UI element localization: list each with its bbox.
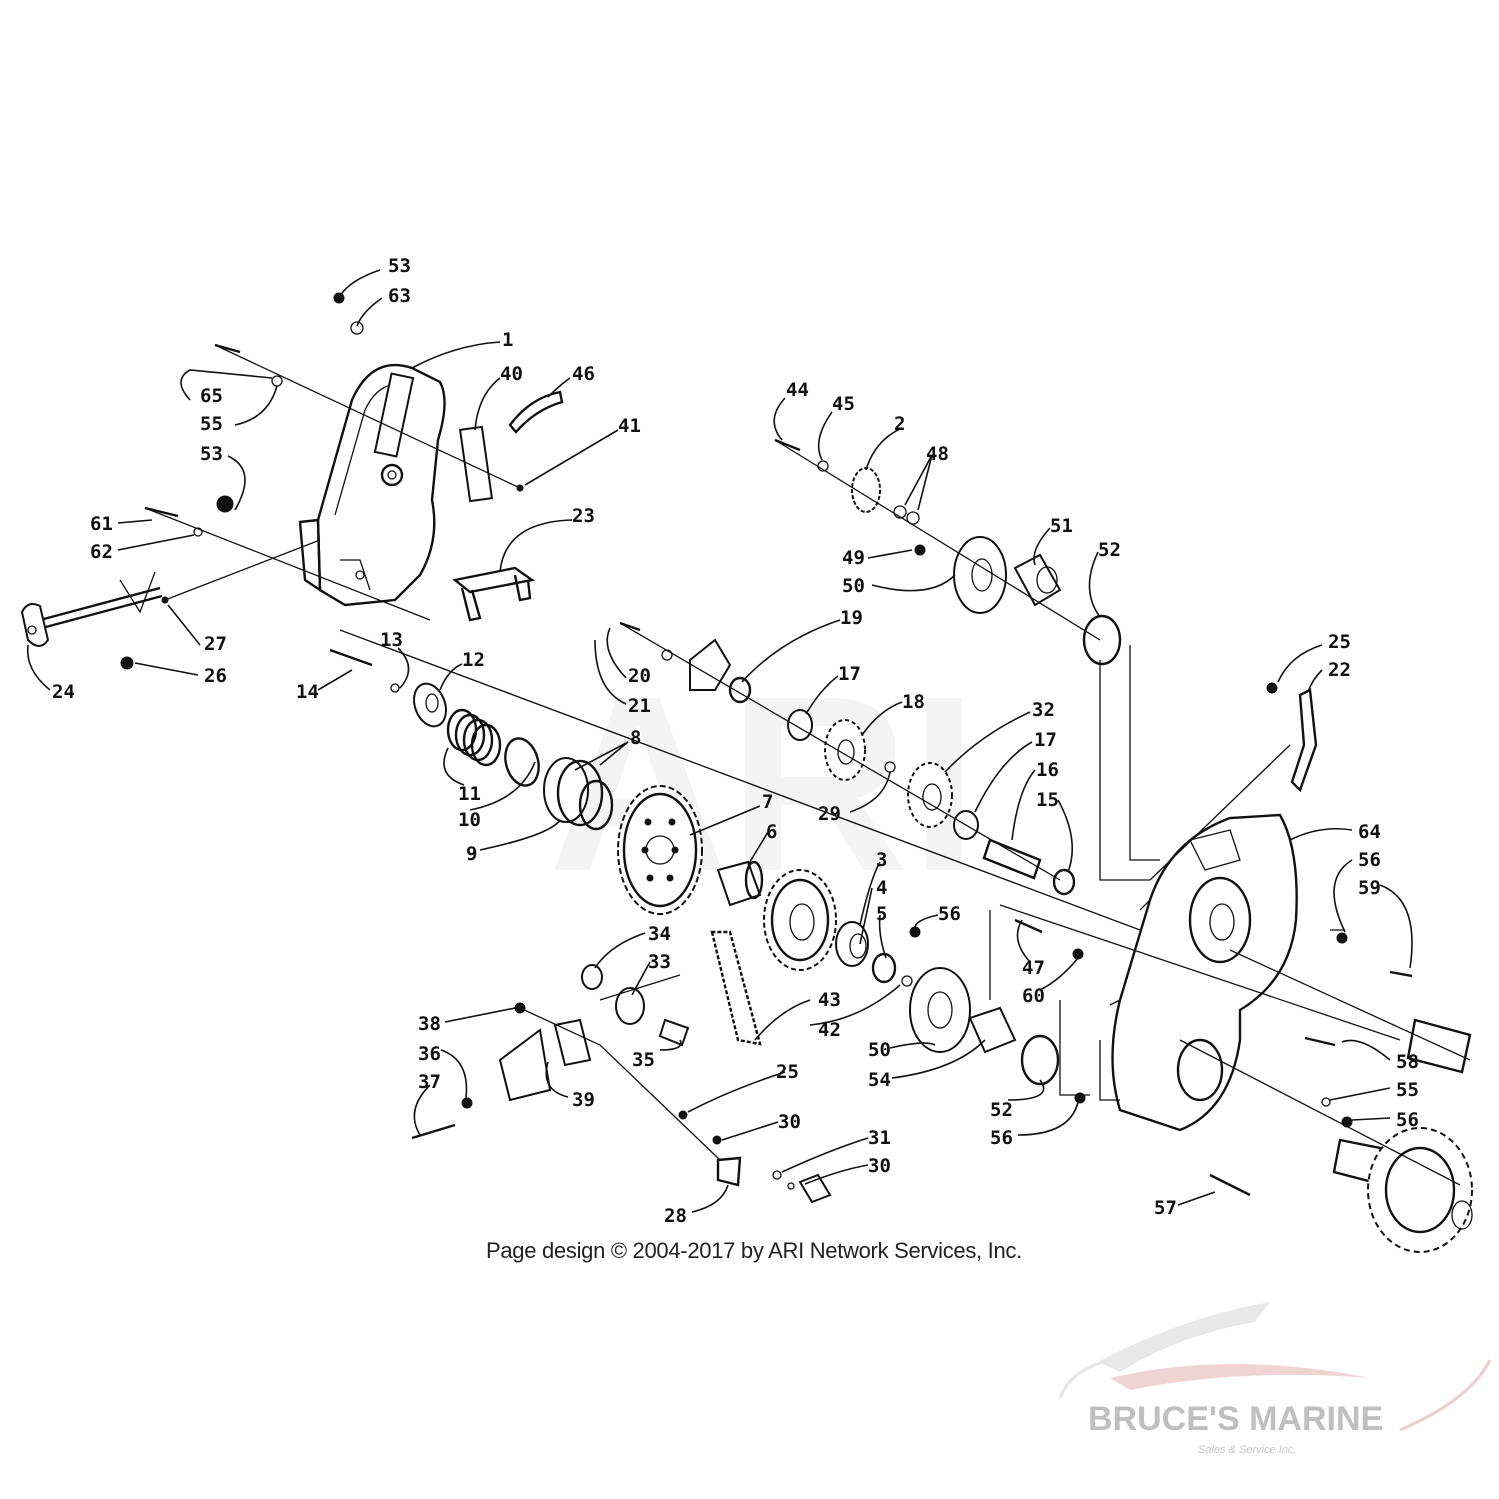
- callout-57: 57: [1154, 1197, 1177, 1219]
- callout-65: 65: [200, 385, 223, 407]
- callout-5: 5: [876, 903, 887, 925]
- callout-44: 44: [786, 379, 809, 401]
- callout-37: 37: [418, 1071, 441, 1093]
- callout-26: 26: [204, 665, 227, 687]
- callout-50-top: 50: [842, 575, 865, 597]
- callout-19: 19: [840, 607, 863, 629]
- callout-47: 47: [1022, 957, 1045, 979]
- callout-35: 35: [632, 1049, 655, 1071]
- callout-39: 39: [572, 1089, 595, 1111]
- callout-53-left: 53: [200, 443, 223, 465]
- callout-16: 16: [1036, 759, 1059, 781]
- sprocket-drawing: [763, 869, 837, 971]
- callout-22: 22: [1328, 659, 1351, 681]
- brand-watermark: BRUCE'S MARINE: [1088, 1400, 1384, 1438]
- brand-logo-swoosh: [1058, 1302, 1492, 1432]
- callout-54: 54: [868, 1069, 891, 1091]
- callout-51: 51: [1050, 515, 1073, 537]
- callout-27: 27: [204, 633, 227, 655]
- callout-25-bottom: 25: [776, 1061, 799, 1083]
- callout-31: 31: [868, 1127, 891, 1149]
- callout-4: 4: [876, 877, 887, 899]
- callout-48: 48: [926, 443, 949, 465]
- part-drawings: [20, 292, 1473, 1253]
- callout-55-left: 55: [200, 413, 223, 435]
- callout-45: 45: [832, 393, 855, 415]
- callout-3: 3: [876, 849, 887, 871]
- callout-59: 59: [1358, 877, 1381, 899]
- callout-29: 29: [818, 803, 841, 825]
- callout-2: 2: [894, 413, 905, 435]
- callout-50-bottom: 50: [868, 1039, 891, 1061]
- callout-52-top: 52: [1098, 539, 1121, 561]
- callout-33: 33: [648, 951, 671, 973]
- callout-61: 61: [90, 513, 113, 535]
- callout-12: 12: [462, 649, 485, 671]
- callout-60: 60: [1022, 985, 1045, 1007]
- callout-52-bottom: 52: [990, 1099, 1013, 1121]
- callout-labels: 53 63 1 40 46 41 65 55 53 61 62 23 27 24…: [52, 255, 1419, 1227]
- callout-1: 1: [502, 329, 513, 351]
- callout-15: 15: [1036, 789, 1059, 811]
- bracket-drawing: [452, 566, 535, 622]
- callout-36: 36: [418, 1043, 441, 1065]
- callout-6: 6: [766, 821, 777, 843]
- chaincase-cover-drawing: [298, 363, 446, 607]
- callout-20: 20: [628, 665, 651, 687]
- callout-55-right: 55: [1396, 1079, 1419, 1101]
- callout-46: 46: [572, 363, 595, 385]
- callout-42: 42: [818, 1019, 841, 1041]
- callout-23: 23: [572, 505, 595, 527]
- callout-63: 63: [388, 285, 411, 307]
- callout-58: 58: [1396, 1051, 1419, 1073]
- callout-41: 41: [618, 415, 641, 437]
- callout-64: 64: [1358, 821, 1381, 843]
- leader-lines: [26, 269, 1413, 1213]
- brand-tagline: Sales & Service Inc.: [1198, 1444, 1297, 1456]
- callout-17-top: 17: [838, 663, 861, 685]
- callout-8: 8: [630, 727, 641, 749]
- callout-53-top: 53: [388, 255, 411, 277]
- callout-38: 38: [418, 1013, 441, 1035]
- callout-25-right: 25: [1328, 631, 1351, 653]
- callout-10: 10: [458, 809, 481, 831]
- callout-30-top: 30: [778, 1111, 801, 1133]
- spring-drawing: [446, 708, 502, 767]
- callout-56-mid: 56: [938, 903, 961, 925]
- callout-21: 21: [628, 695, 651, 717]
- callout-17-mid: 17: [1034, 729, 1057, 751]
- callout-14: 14: [296, 681, 319, 703]
- brake-lever-shaft-drawing: [20, 571, 163, 647]
- large-sprocket-drawing: [617, 785, 703, 915]
- callout-13: 13: [380, 629, 403, 651]
- callout-28: 28: [664, 1205, 687, 1227]
- callout-30-bottom: 30: [868, 1155, 891, 1177]
- callout-18: 18: [902, 691, 925, 713]
- callout-62: 62: [90, 541, 113, 563]
- callout-40: 40: [500, 363, 523, 385]
- plate-drawing: [458, 425, 494, 503]
- drive-sprocket-drawing: [1367, 1127, 1473, 1253]
- chaincase-housing-drawing: [1109, 813, 1298, 1132]
- ari-watermark: ARI: [548, 640, 979, 927]
- assembly-centerlines: [144, 344, 1471, 1186]
- callout-56-bottom: 56: [990, 1127, 1013, 1149]
- callout-56-right: 56: [1358, 849, 1381, 871]
- callout-9: 9: [466, 843, 477, 865]
- slider-pad-drawing: [508, 390, 564, 434]
- callout-7: 7: [762, 791, 773, 813]
- callout-24: 24: [52, 681, 75, 703]
- callout-34: 34: [648, 923, 671, 945]
- callout-32: 32: [1032, 699, 1055, 721]
- copyright-notice: Page design © 2004-2017 by ARI Network S…: [486, 1238, 1022, 1263]
- callout-49: 49: [842, 547, 865, 569]
- callout-56-lowright: 56: [1396, 1109, 1419, 1131]
- callout-11: 11: [458, 783, 481, 805]
- callout-43: 43: [818, 989, 841, 1011]
